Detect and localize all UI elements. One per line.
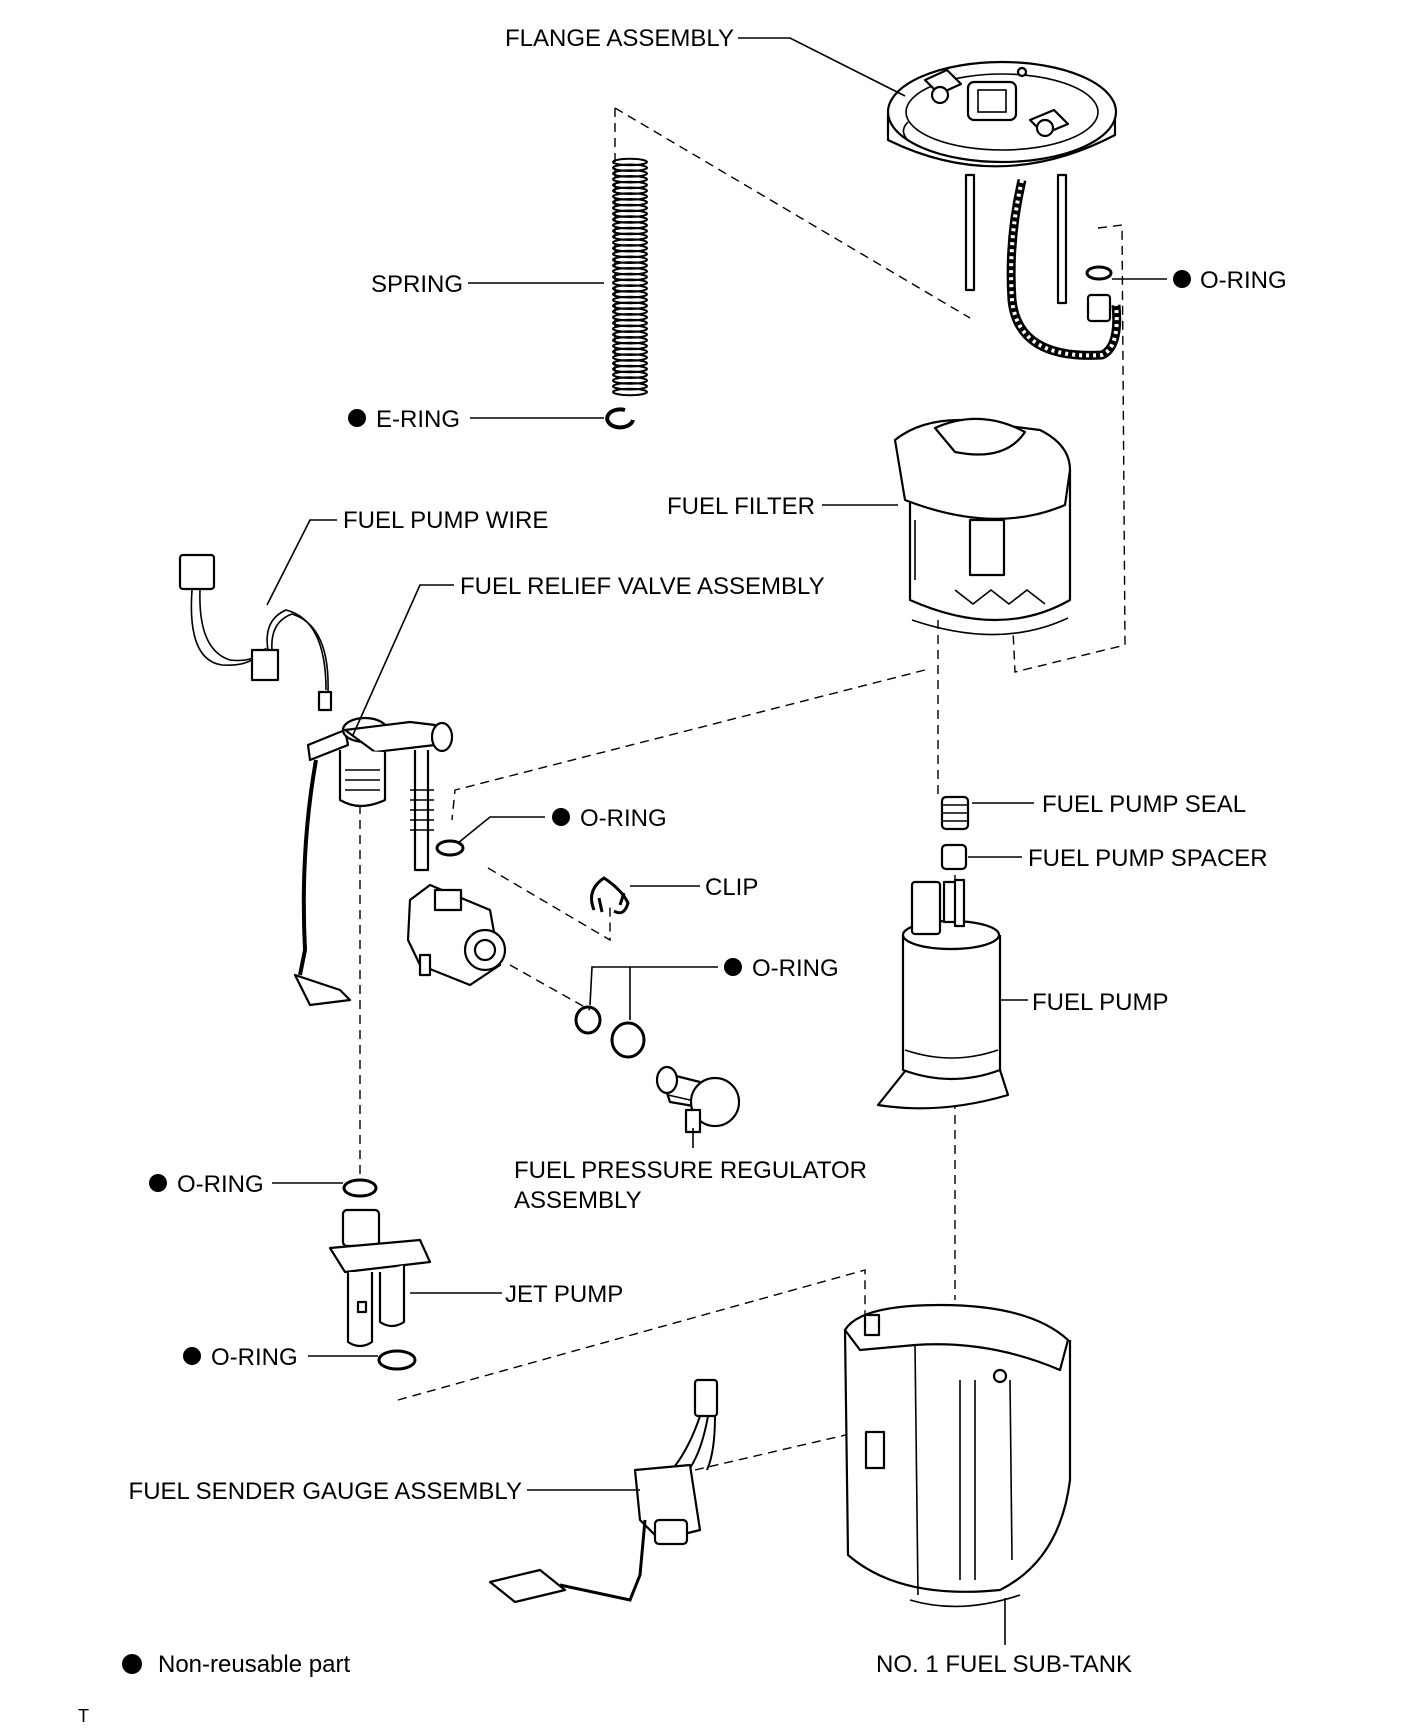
label-fuel-pressure-regulator-1: FUEL PRESSURE REGULATOR: [514, 1157, 867, 1184]
label-fuel-pump-wire: FUEL PUMP WIRE: [343, 507, 548, 534]
non-reusable-dot: [183, 1347, 201, 1365]
flange-assembly: [886, 60, 1122, 360]
fuel-pressure-regulator-assembly: [655, 1065, 741, 1134]
fuel-pump-seal: [940, 795, 970, 831]
spring: [612, 157, 648, 397]
fuel-filter: [893, 417, 1072, 636]
non-reusable-dot: [1173, 270, 1191, 288]
leader-lines: [266, 37, 1167, 1645]
fuel-pump: [876, 878, 1010, 1110]
non-reusable-dot: [552, 808, 570, 826]
spring-coil: [612, 387, 648, 397]
non-reusable-dot: [724, 958, 742, 976]
label-spring: SPRING: [371, 271, 463, 298]
label-no1-fuel-sub-tank: NO. 1 FUEL SUB-TANK: [876, 1651, 1132, 1678]
fuel-relief-valve-assembly: [293, 716, 507, 1007]
label-fuel-relief-valve-assembly: FUEL RELIEF VALVE ASSEMBLY: [460, 573, 825, 600]
legend-text: Non-reusable part: [158, 1651, 350, 1678]
e-ring: [605, 407, 635, 430]
o-ring-jet-top: [342, 1178, 378, 1198]
no1-fuel-sub-tank: [843, 1303, 1072, 1608]
label-o-ring-flange: O-RING: [1200, 267, 1287, 294]
label-e-ring: E-RING: [376, 406, 460, 433]
o-ring-regulator-small: [574, 1005, 602, 1035]
label-o-ring-relief: O-RING: [580, 805, 667, 832]
non-reusable-dot: [348, 409, 366, 427]
jet-pump: [328, 1208, 432, 1348]
label-flange-assembly: FLANGE ASSEMBLY: [505, 25, 734, 52]
corner-mark: T: [78, 1706, 89, 1726]
label-o-ring-jet-bottom: O-RING: [211, 1344, 298, 1371]
o-ring-regulator-large: [610, 1021, 646, 1059]
label-fuel-pump-seal: FUEL PUMP SEAL: [1042, 791, 1246, 818]
label-o-ring-jet-top: O-RING: [177, 1171, 264, 1198]
fuel-pump-spacer: [940, 843, 968, 871]
label-fuel-filter: FUEL FILTER: [667, 493, 815, 520]
o-ring-jet-bottom: [377, 1349, 417, 1371]
label-fuel-pump-spacer: FUEL PUMP SPACER: [1028, 845, 1268, 872]
legend-dot: [122, 1654, 142, 1674]
o-ring-flange: [1085, 265, 1113, 281]
label-fuel-pressure-regulator-2: ASSEMBLY: [514, 1187, 642, 1214]
clip: [590, 876, 630, 915]
fuel-pump-wire: [178, 553, 333, 712]
fuel-sender-gauge-assembly: [488, 1378, 719, 1604]
label-o-ring-regulator: O-RING: [752, 955, 839, 982]
label-fuel-sender-gauge-assembly: FUEL SENDER GAUGE ASSEMBLY: [129, 1478, 522, 1505]
non-reusable-markers: [122, 270, 1191, 1674]
non-reusable-dot: [149, 1174, 167, 1192]
o-ring-relief: [435, 839, 465, 857]
label-clip: CLIP: [705, 874, 758, 901]
label-jet-pump: JET PUMP: [505, 1281, 623, 1308]
label-fuel-pump: FUEL PUMP: [1032, 989, 1168, 1016]
labels: FLANGE ASSEMBLY SPRING O-RING E-RING FUE…: [78, 25, 1287, 1726]
